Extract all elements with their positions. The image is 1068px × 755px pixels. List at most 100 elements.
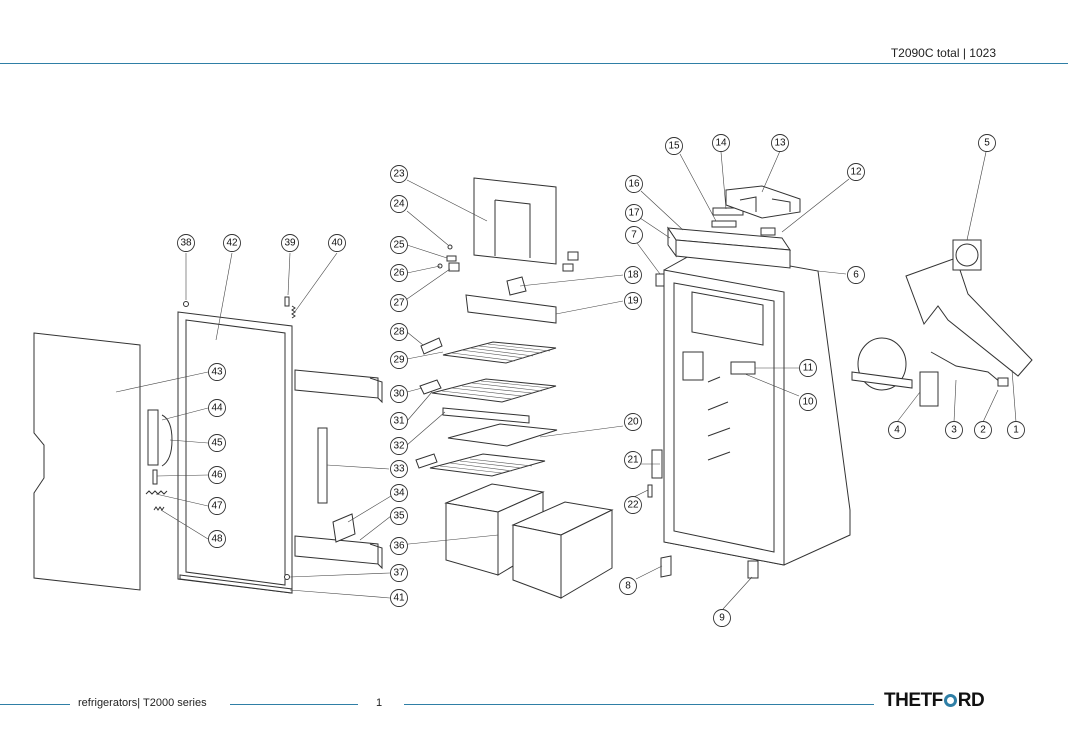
callout-4: 4 — [888, 421, 906, 439]
foot-9 — [747, 560, 759, 579]
callout-5: 5 — [978, 134, 996, 152]
shelf-front-32 — [442, 407, 530, 424]
callout-11: 11 — [799, 359, 817, 377]
callout-12: 12 — [847, 163, 865, 181]
svg-text:6: 6 — [853, 270, 859, 281]
wire-shelf-31 — [431, 378, 557, 403]
svg-text:15: 15 — [668, 141, 680, 152]
svg-text:22: 22 — [627, 500, 639, 511]
callout-24: 24 — [390, 195, 408, 213]
svg-text:17: 17 — [628, 208, 640, 219]
svg-text:35: 35 — [393, 511, 405, 522]
callout-7: 7 — [625, 226, 643, 244]
svg-text:47: 47 — [211, 501, 223, 512]
cabinet-opening — [673, 282, 775, 553]
callout-18: 18 — [624, 266, 642, 284]
svg-text:23: 23 — [393, 169, 405, 180]
svg-text:48: 48 — [211, 534, 223, 545]
clip-33 — [415, 453, 438, 469]
electronic-module-13 — [725, 185, 801, 219]
callout-16: 16 — [625, 175, 643, 193]
thermostat-11 — [730, 361, 756, 375]
callout-14: 14 — [712, 134, 730, 152]
callout-40: 40 — [328, 234, 346, 252]
svg-text:1: 1 — [1013, 425, 1019, 436]
callout-45: 45 — [208, 434, 226, 452]
footer-rule-left — [0, 704, 70, 705]
svg-text:34: 34 — [393, 488, 405, 499]
svg-text:40: 40 — [331, 238, 343, 249]
svg-text:36: 36 — [393, 541, 405, 552]
svg-text:21: 21 — [627, 455, 639, 466]
callout-36: 36 — [390, 537, 408, 555]
bracket-34 — [332, 513, 356, 543]
svg-text:11: 11 — [803, 363, 814, 374]
callout-9: 9 — [713, 609, 731, 627]
callout-20: 20 — [624, 413, 642, 431]
cabinet-front — [663, 269, 785, 566]
callout-38: 38 — [177, 234, 195, 252]
shelf-rails — [707, 376, 731, 461]
clip-12 — [760, 227, 776, 236]
callout-21: 21 — [624, 451, 642, 469]
svg-text:5: 5 — [984, 138, 990, 149]
callout-30: 30 — [390, 385, 408, 403]
clip-25 — [446, 255, 457, 262]
header-rule — [0, 63, 1068, 64]
crisper-36b — [511, 501, 614, 599]
callout-46: 46 — [208, 466, 226, 484]
svg-text:29: 29 — [393, 355, 405, 366]
freezer-compartment — [691, 291, 764, 346]
svg-text:8: 8 — [625, 581, 631, 592]
svg-text:27: 27 — [393, 298, 405, 309]
svg-text:9: 9 — [719, 613, 725, 624]
svg-text:13: 13 — [774, 138, 786, 149]
svg-text:18: 18 — [627, 270, 639, 281]
callout-31: 31 — [390, 412, 408, 430]
document-title: T2090C total | 1023 — [890, 46, 996, 60]
callout-23: 23 — [390, 165, 408, 183]
svg-text:25: 25 — [393, 240, 405, 251]
pin-22 — [647, 484, 653, 498]
svg-text:46: 46 — [211, 470, 223, 481]
evaporator-cover-detail — [494, 199, 531, 258]
callout-39: 39 — [281, 234, 299, 252]
door-bottom-strip — [179, 574, 293, 594]
door-handle-right — [317, 427, 328, 504]
wire-shelf-33 — [429, 453, 546, 477]
footer-rule-mid — [230, 704, 358, 705]
callout-3: 3 — [945, 421, 963, 439]
svg-text:38: 38 — [180, 238, 192, 249]
callout-32: 32 — [390, 437, 408, 455]
svg-text:31: 31 — [393, 416, 405, 427]
callout-42: 42 — [223, 234, 241, 252]
foot-8 — [660, 555, 672, 578]
callout-2: 2 — [974, 421, 992, 439]
callout-25: 25 — [390, 236, 408, 254]
leader-lines — [115, 150, 1017, 610]
door-frame — [177, 311, 293, 594]
label-plate — [682, 351, 704, 381]
svg-text:44: 44 — [211, 403, 223, 414]
door-handle-left — [147, 409, 159, 466]
callout-37: 37 — [390, 564, 408, 582]
clip-25b — [562, 263, 574, 272]
svg-text:41: 41 — [393, 593, 405, 604]
latch-18 — [506, 276, 527, 296]
callout-41: 41 — [390, 589, 408, 607]
callout-22: 22 — [624, 496, 642, 514]
logo-ring-icon — [943, 694, 957, 707]
callout-6: 6 — [847, 266, 865, 284]
callout-28: 28 — [390, 323, 408, 341]
callout-13: 13 — [771, 134, 789, 152]
door-shelf-upper — [294, 369, 379, 399]
callout-35: 35 — [390, 507, 408, 525]
callout-34: 34 — [390, 484, 408, 502]
handle-grip-45 — [161, 414, 173, 467]
drip-tray-19 — [465, 294, 557, 324]
compressor-4 — [851, 337, 913, 391]
door-shelf-lower-end — [369, 543, 383, 570]
callout-27: 27 — [390, 294, 408, 312]
